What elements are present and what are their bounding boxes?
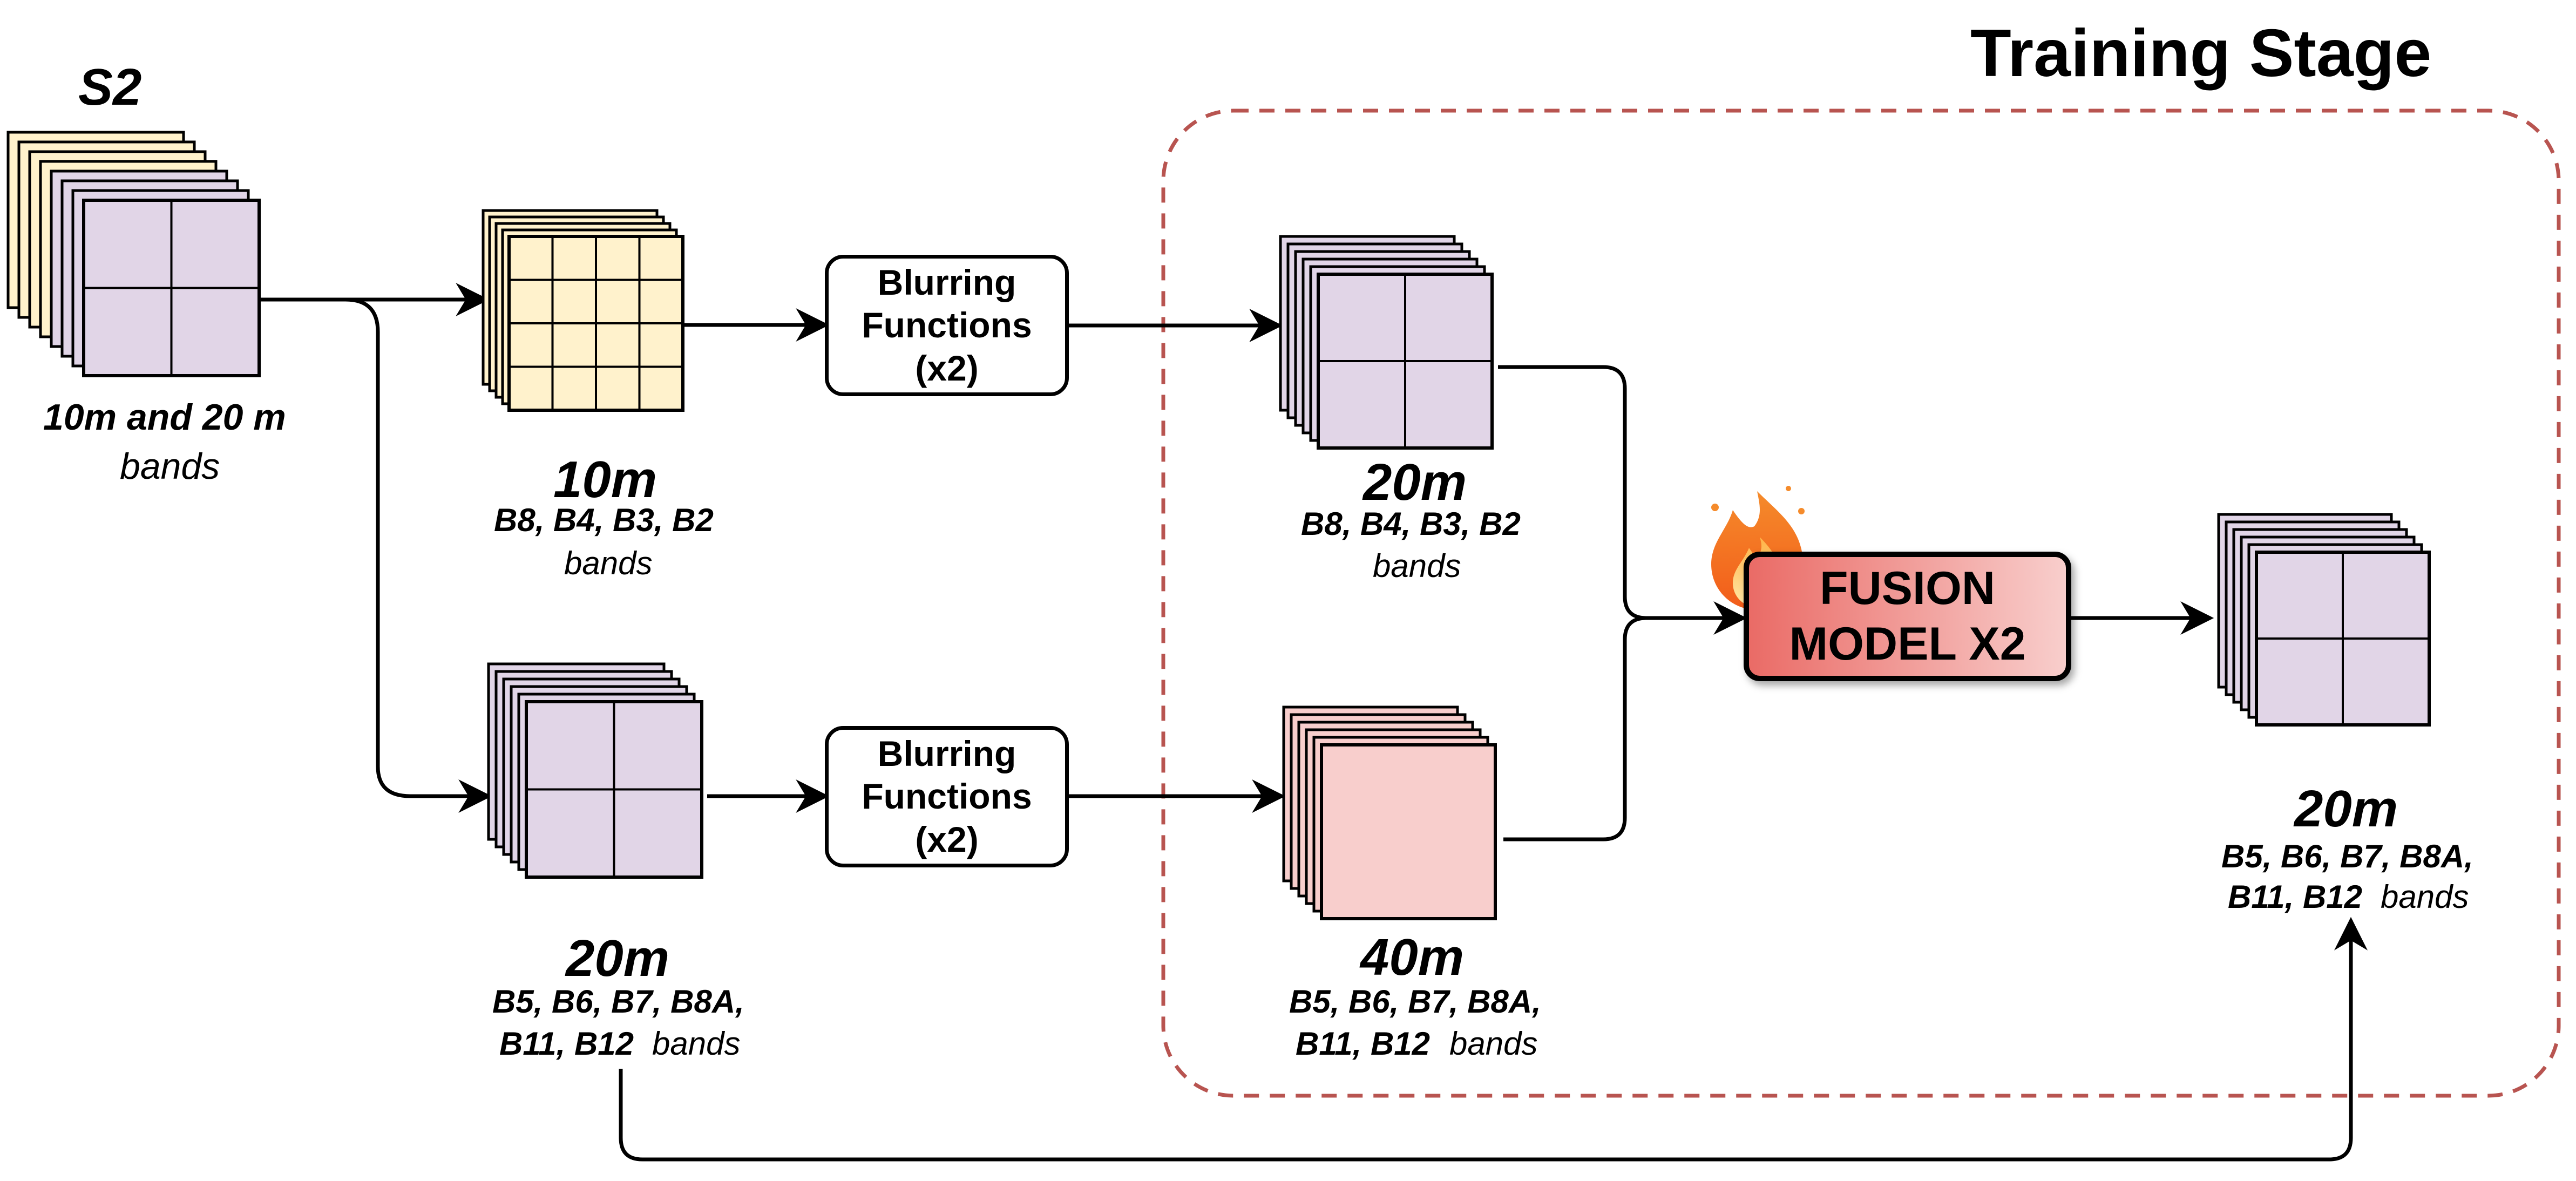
blurring-functions-box-top: Blurring Functions (x2): [825, 255, 1069, 396]
branch-20m-bands-line1: B5, B6, B7, B8A,: [492, 983, 744, 1020]
output-stack: [2217, 513, 2431, 727]
band-stacks: [6, 131, 2431, 920]
branch-20m-resolution: 20m: [566, 929, 670, 987]
arrow-s2-to-20m: [345, 297, 492, 813]
s2-input-stack: [6, 131, 261, 377]
fusion-model-box: FUSION MODEL X2: [1744, 552, 2071, 681]
arrow-degraded-40m-to-fusion: [1503, 616, 1647, 841]
branch-20m-stack: [487, 662, 703, 879]
arrow-20m-to-output-reference: [619, 917, 2368, 1162]
degraded-20m-stack: [1279, 235, 1494, 450]
degraded-40m-bands-line2: B11, B12: [1296, 1026, 1431, 1062]
output-bands-line2: B11, B12: [2228, 879, 2363, 915]
connectors: [259, 283, 2368, 1162]
blurring-functions-box-bottom: Blurring Functions (x2): [825, 726, 1069, 867]
branch-20m-bands-suffix: bands: [652, 1026, 741, 1062]
branch-10m-bands: B8, B4, B3, B2: [494, 502, 714, 538]
branch-20m-bands-line2: B11, B12: [499, 1026, 634, 1062]
band-layer-front: [1320, 743, 1497, 920]
degraded-40m-bands-line1: B5, B6, B7, B8A,: [1289, 983, 1541, 1020]
output-bands-line1: B5, B6, B7, B8A,: [2221, 838, 2473, 874]
degraded-20m-bands: B8, B4, B3, B2: [1301, 506, 1521, 542]
input-caption-resolution: 10m and 20 m: [43, 397, 286, 438]
degraded-40m-resolution: 40m: [1360, 928, 1465, 986]
degraded-20m-bands-suffix: bands: [1373, 548, 1461, 584]
page-title: Training Stage: [1970, 16, 2432, 91]
output-resolution: 20m: [2294, 780, 2398, 838]
input-s2-label: S2: [78, 58, 142, 116]
input-caption-bands: bands: [120, 446, 220, 487]
training-stage-region: [1161, 108, 2561, 1098]
output-bands-suffix: bands: [2381, 879, 2469, 915]
branch-10m-resolution: 10m: [553, 451, 657, 508]
degraded-40m-bands-suffix: bands: [1449, 1026, 1538, 1062]
arrow-degraded-20m-to-fusion: [1498, 365, 1747, 635]
branch-10m-stack: [482, 209, 684, 412]
degraded-20m-resolution: 20m: [1363, 453, 1467, 511]
branch-10m-bands-suffix: bands: [564, 545, 653, 581]
degraded-40m-stack: [1282, 705, 1497, 920]
